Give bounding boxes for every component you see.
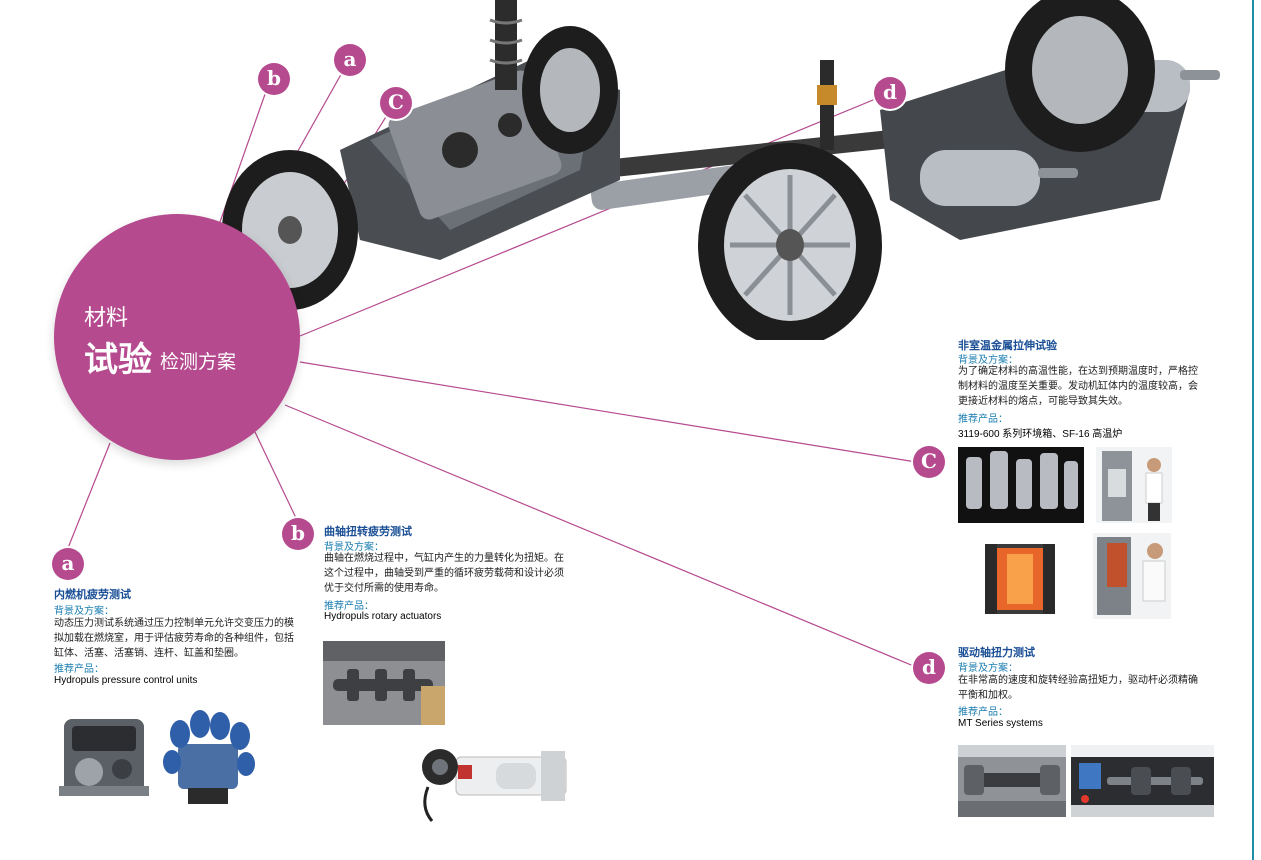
pressure-units-photo (163, 710, 255, 804)
rotary-actuator-photo (422, 749, 567, 822)
section-a-rec-label: 推荐产品： (54, 664, 104, 675)
badge-a-top: a (334, 44, 366, 76)
section-d-title: 驱动轴扭力测试 (958, 646, 1035, 659)
car-chassis-illustration (222, 0, 1220, 340)
page-edge-rule (1252, 0, 1254, 860)
badge-c: C (913, 446, 945, 478)
environmental-chamber-photo (1096, 447, 1172, 523)
driveshaft-test-photo (958, 745, 1066, 817)
section-c-body: 为了确定材料的高温性能，在达到预期温度时，严格控制材料的温度至关重要。发动机缸体… (958, 366, 1198, 407)
section-d-body: 在非常高的速度和旋转经验高扭矩力，驱动杆必须精确平衡和加权。 (958, 675, 1198, 701)
pistons-photo (958, 447, 1084, 523)
section-c-rec-label: 推荐产品： (958, 414, 1008, 425)
hero-circle: 材料 试验 检测方案 (54, 214, 300, 460)
hero-line1: 材料 (84, 306, 129, 331)
section-d-bg-label: 背景及方案： (958, 663, 1018, 674)
badge-c-top: C (380, 87, 412, 119)
section-a-title: 内燃机疲劳测试 (54, 588, 131, 601)
badge-d-top: d (874, 77, 906, 109)
engine-photo (59, 719, 149, 796)
section-c-title: 非室温金属拉伸试验 (958, 339, 1057, 352)
mt-series-system-photo (1071, 745, 1214, 817)
section-b-body: 曲轴在燃烧过程中，气缸内产生的力量转化为扭矩。在这个过程中，曲轴受到严重的循环疲… (324, 553, 564, 594)
section-a-product: Hydropuls pressure control units (54, 675, 198, 686)
section-c-product: 3119-600 系列环境箱、SF-16 高温炉 (958, 429, 1123, 440)
hero-line2: 试验 (84, 340, 152, 380)
hero-line3: 检测方案 (160, 351, 237, 373)
section-b-bg-label: 背景及方案： (324, 542, 384, 553)
section-a-bg-label: 背景及方案： (54, 606, 114, 617)
section-d-product: MT Series systems (958, 718, 1043, 729)
section-a-body: 动态压力测试系统通过压力控制单元允许交变压力的模拟加载在燃烧室，用于评估疲劳寿命… (54, 618, 294, 659)
badge-b-top: b (258, 63, 290, 95)
section-c-bg-label: 背景及方案： (958, 355, 1018, 366)
section-b-rec-label: 推荐产品： (324, 601, 374, 612)
furnace-operator-photo (1093, 533, 1171, 619)
section-b-title: 曲轴扭转疲劳测试 (324, 525, 412, 538)
crankshaft-photo (323, 641, 445, 725)
section-b-product: Hydropuls rotary actuators (324, 611, 442, 622)
high-temp-furnace-photo (975, 536, 1065, 620)
badge-d: d (913, 652, 945, 684)
badge-a: a (52, 548, 84, 580)
badge-b: b (282, 518, 314, 550)
section-d-rec-label: 推荐产品： (958, 707, 1008, 718)
